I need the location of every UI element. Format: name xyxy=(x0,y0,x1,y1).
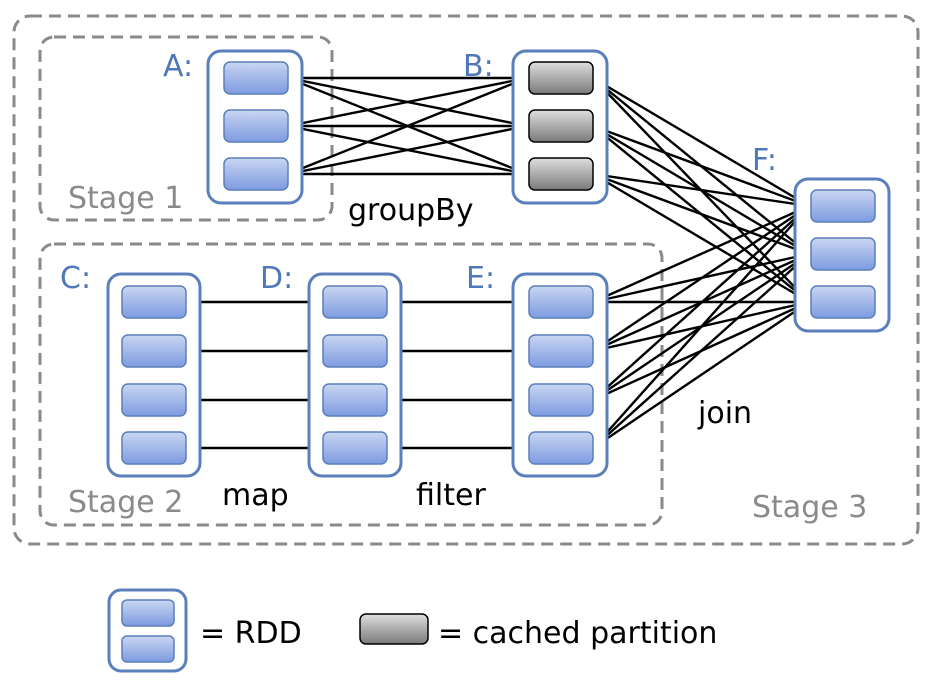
rdd-e-partition-2 xyxy=(528,334,594,368)
rdd-e-partition-3 xyxy=(528,383,594,417)
rdd-d-partition-3 xyxy=(322,383,388,417)
join-edge-e4-f2 xyxy=(592,253,810,449)
rdd-f-partition-2 xyxy=(810,237,876,271)
rdd-a-label: A: xyxy=(163,49,193,84)
join-edge-b3-f3 xyxy=(592,172,810,304)
rdd-b-partition-1 xyxy=(528,61,594,95)
legend-cached-label: = cached partition xyxy=(438,616,717,651)
op-map-label: map xyxy=(222,478,289,513)
join-edge-e4-f3 xyxy=(592,301,810,449)
rdd-b-partition-3 xyxy=(528,157,594,191)
stage1-box xyxy=(38,35,334,222)
op-groupby-label: groupBy xyxy=(348,193,473,228)
join-edge-b3-f2 xyxy=(592,172,810,256)
op-filter-label: filter xyxy=(416,478,486,513)
rdd-a-partition-3 xyxy=(223,157,289,191)
rdd-c-partition-4 xyxy=(121,431,187,465)
rdd-c-partition-2 xyxy=(121,334,187,368)
join-edge-e1-f1 xyxy=(592,204,810,304)
join-edge-b3-f1 xyxy=(592,172,810,209)
stage3-label: Stage 3 xyxy=(752,490,867,525)
stage3-box xyxy=(12,14,920,546)
rdd-d-box xyxy=(307,272,403,478)
join-edge-e3-f1 xyxy=(592,205,810,401)
groupBy-edge-a3-b2 xyxy=(287,123,528,176)
stage2-label: Stage 2 xyxy=(68,485,183,520)
legend-cached-partition xyxy=(359,613,429,645)
stage1-label: Stage 1 xyxy=(68,181,183,216)
join-edge-e2-f1 xyxy=(592,205,810,352)
rdd-f-partition-3 xyxy=(810,285,876,319)
groupBy-edge-a3-b1 xyxy=(287,76,528,176)
op-join-label: join xyxy=(697,396,752,431)
rdd-e-partition-1 xyxy=(528,285,594,319)
rdd-d-label: D: xyxy=(260,261,293,296)
rdd-a-partition-2 xyxy=(223,109,289,143)
join-edge-b2-f1 xyxy=(592,124,810,208)
rdd-d-partition-4 xyxy=(322,431,388,465)
legend-rdd-partition xyxy=(121,635,175,663)
join-edge-e4-f1 xyxy=(592,205,810,449)
rdd-c-box xyxy=(106,272,202,478)
rdd-e-partition-4 xyxy=(528,431,594,465)
legend-rdd-label: = RDD xyxy=(200,616,302,651)
rdd-b-label: B: xyxy=(463,49,494,84)
rdd-d-partition-1 xyxy=(322,285,388,319)
rdd-a-partition-1 xyxy=(223,61,289,95)
groupBy-edge-a2-b1 xyxy=(287,75,528,128)
rdd-c-partition-3 xyxy=(121,383,187,417)
legend-rdd-partition xyxy=(121,599,175,627)
rdd-e-label: E: xyxy=(466,261,495,296)
rdd-e-box xyxy=(511,272,609,478)
rdd-f-partition-1 xyxy=(810,189,876,223)
join-edge-b1-f1 xyxy=(592,76,810,208)
rdd-b-partition-2 xyxy=(528,109,594,143)
rdd-d-partition-2 xyxy=(322,334,388,368)
rdd-c-partition-1 xyxy=(121,285,187,319)
rdd-c-label: C: xyxy=(60,261,91,296)
rdd-f-label: F: xyxy=(752,143,777,178)
